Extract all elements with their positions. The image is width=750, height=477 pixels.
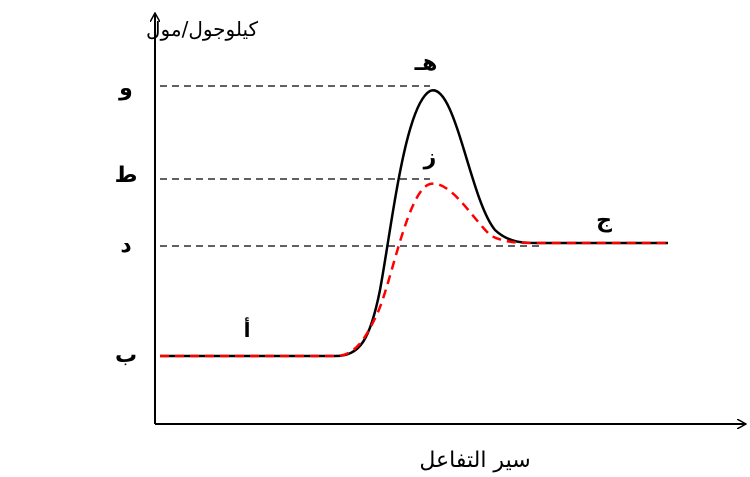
uncatalyzed-peak-label: هـ: [414, 51, 438, 76]
catalyzed-peak-label: ز: [423, 145, 437, 170]
catalyzed-curve: [160, 182, 668, 358]
y-axis-label: كيلوجول/مول: [146, 17, 259, 41]
x-axis-label: سير التفاعل: [419, 448, 530, 473]
level-label-reactant: ب: [115, 343, 137, 368]
level-label-top: و: [118, 76, 133, 101]
uncatalyzed-curve: [160, 89, 668, 358]
level-label-product: د: [120, 233, 131, 258]
reactants-label: أ: [244, 316, 251, 342]
products-label: ج: [596, 208, 612, 233]
level-label-middle: ط: [115, 163, 138, 188]
